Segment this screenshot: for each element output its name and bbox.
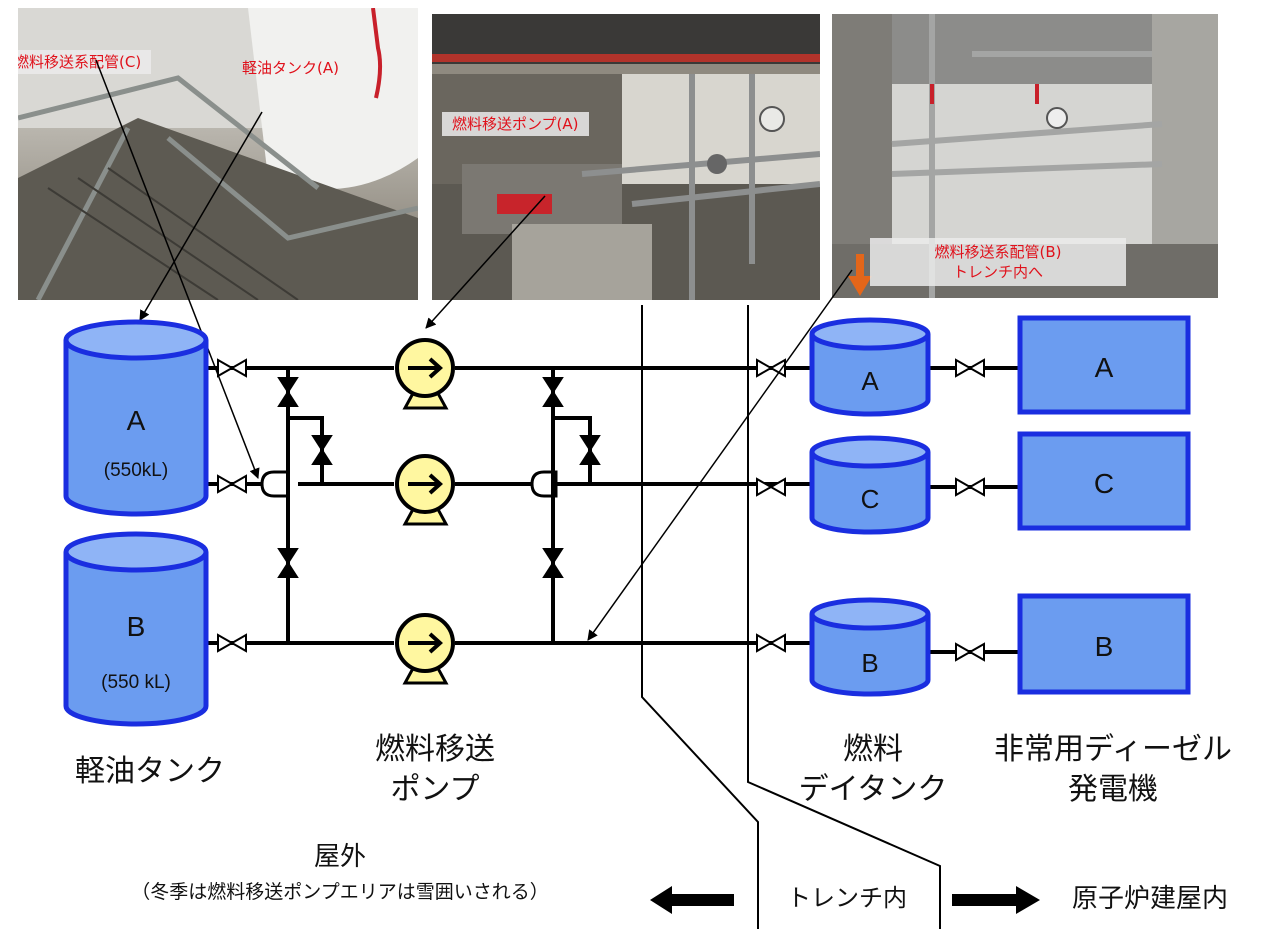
gate-valve-icon	[756, 358, 786, 378]
storage-tank-b	[63, 531, 209, 727]
zone-reactor-building: 原子炉建屋内	[1040, 882, 1260, 916]
caption-fuel-pump-line2: ポンプ	[390, 772, 480, 807]
caption-fuel-pump: 燃料移送 ポンプ	[340, 730, 530, 810]
gate-valve-icon	[756, 477, 786, 497]
photo-pointer-lines	[95, 59, 853, 641]
gate-valve-icon	[756, 633, 786, 653]
caption-day-tank: 燃料 デイタンク	[788, 730, 958, 810]
day-tank-c	[809, 435, 931, 535]
storage-tank-a-capacity: (550kL)	[104, 460, 168, 481]
generator-b	[1017, 593, 1191, 695]
caption-storage-tank-text: 軽油タンク	[75, 754, 225, 789]
caption-day-tank-line1: 燃料	[843, 732, 903, 767]
caption-generator-line2: 発電機	[1068, 772, 1158, 807]
gate-valve-icon	[955, 477, 985, 497]
gate-valve-icon	[217, 474, 247, 494]
gate-valve-icon	[217, 358, 247, 378]
zone-outdoor-note: （冬季は燃料移送ポンプエリアは雪囲いされる）	[60, 878, 620, 906]
vertical-valve-icon	[311, 435, 333, 465]
storage-tank-b-label: B	[127, 611, 146, 642]
caption-generator: 非常用ディーゼル 発電機	[968, 730, 1258, 810]
gate-valve-icon	[955, 642, 985, 662]
label-fuel-transfer-pump-a: 燃料移送ポンプ(A)	[442, 112, 589, 136]
pump-icon	[395, 613, 455, 685]
photo-pump-area: 燃料移送ポンプ(A)	[432, 14, 820, 300]
storage-tank-a-label: A	[127, 405, 146, 436]
generator-a-label: A	[1095, 352, 1114, 383]
zone-boundaries	[641, 305, 941, 929]
label-diesel-tank-a: 軽油タンク(A)	[242, 59, 339, 77]
day-tank-a-label: A	[861, 366, 879, 396]
zone-outdoor-title: 屋外	[240, 840, 440, 874]
photo-tank-area-image	[18, 8, 418, 300]
vertical-valve-icon	[277, 548, 299, 578]
photo-trench-area: 燃料移送系配管(B) トレンチ内へ	[832, 14, 1218, 298]
day-tank-b	[809, 597, 931, 697]
vertical-valve-icon	[579, 435, 601, 465]
storage-tank-a	[63, 319, 209, 517]
zone-trench: トレンチ内	[762, 882, 932, 914]
photo-tank-area: 燃料移送系配管(C) 軽油タンク(A)	[18, 8, 418, 300]
gate-valve-icon	[955, 358, 985, 378]
fuel-transfer-pumps	[395, 338, 455, 685]
arrow-left-icon	[650, 886, 734, 914]
zone-trench-text: トレンチ内	[787, 884, 907, 912]
day-tank-c-label: C	[861, 484, 880, 514]
storage-tank-b-capacity: (550 kL)	[101, 672, 171, 693]
gate-valve-icon	[217, 633, 247, 653]
caption-generator-line1: 非常用ディーゼル	[994, 732, 1232, 767]
zone-outdoor-note-text: （冬季は燃料移送ポンプエリアは雪囲いされる）	[131, 881, 549, 903]
generator-a	[1017, 315, 1191, 415]
day-tank-a	[809, 317, 931, 417]
generator-c-label: C	[1094, 468, 1114, 499]
generator-c	[1017, 431, 1191, 531]
caption-storage-tank: 軽油タンク	[60, 752, 240, 792]
generator-b-label: B	[1095, 631, 1114, 662]
day-tank-b-label: B	[861, 648, 878, 678]
caption-fuel-pump-line1: 燃料移送	[375, 732, 495, 767]
direction-arrows	[650, 886, 1040, 914]
label-fuel-pipe-b-line2: トレンチ内へ	[952, 263, 1043, 281]
arrow-right-icon	[952, 886, 1040, 914]
vertical-valve-icon	[542, 377, 564, 407]
zone-outdoor-title-text: 屋外	[313, 842, 366, 872]
vertical-valve-icon	[542, 548, 564, 578]
label-fuel-pipe-b-line1: 燃料移送系配管(B)	[934, 243, 1062, 261]
gate-valves	[217, 358, 985, 662]
label-fuel-pipe-c: 燃料移送系配管(C)	[18, 50, 152, 74]
pump-icon	[395, 454, 455, 526]
zone-reactor-building-text: 原子炉建屋内	[1071, 884, 1228, 914]
vertical-valve-icon	[277, 377, 299, 407]
photo-pump-area-image	[432, 14, 820, 300]
label-fuel-pipe-b: 燃料移送系配管(B) トレンチ内へ	[870, 238, 1126, 286]
caption-day-tank-line2: デイタンク	[798, 772, 948, 807]
pump-icon	[395, 338, 455, 410]
